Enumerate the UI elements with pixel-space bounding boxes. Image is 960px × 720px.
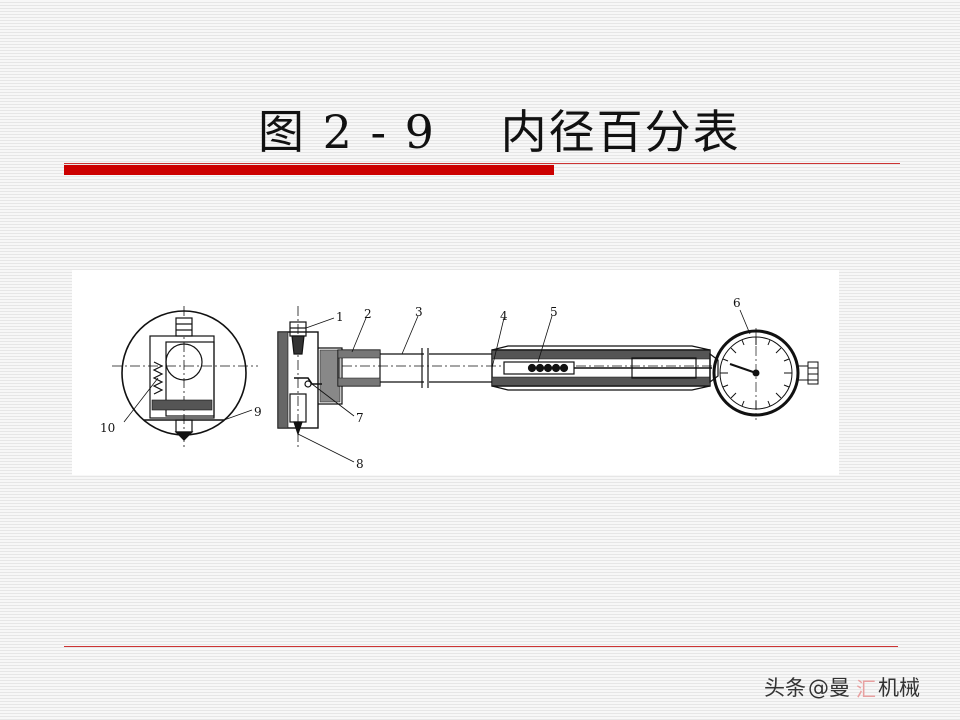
measuring-head [277, 306, 343, 450]
watermark-account: 机械 [878, 676, 920, 700]
part-label-9: 9 [254, 405, 262, 419]
part-label-4: 4 [500, 309, 508, 323]
part-label-10: 10 [100, 421, 115, 435]
watermark-logo-icon: 汇 [856, 676, 876, 701]
slide-title: 图 2 - 9 内径百分表 [258, 105, 741, 159]
cross-section-view [112, 306, 258, 450]
part-label-3: 3 [415, 305, 423, 319]
watermark: 头条 @曼 汇 机械 [764, 672, 920, 702]
part-label-8: 8 [356, 457, 364, 471]
dial-indicator [712, 328, 819, 420]
part-label-7: 7 [356, 411, 364, 425]
inside-dial-gauge-diagram: 1 2 3 4 5 6 7 8 9 10 [100, 296, 819, 471]
watermark-handle: @曼 [808, 676, 850, 700]
part-label-5: 5 [550, 305, 558, 319]
part-label-2: 2 [364, 307, 372, 321]
leader-lines [123, 309, 751, 463]
spring [527, 363, 569, 373]
tube-assembly [337, 345, 719, 391]
watermark-platform: 头条 [764, 676, 806, 700]
part-label-1: 1 [336, 310, 344, 324]
title-accent-bar [64, 165, 554, 175]
part-label-6: 6 [733, 296, 741, 310]
title-divider-line [64, 163, 900, 164]
figure-panel: 1 2 3 4 5 6 7 8 9 10 [72, 270, 839, 475]
footer-divider-line [64, 646, 898, 647]
